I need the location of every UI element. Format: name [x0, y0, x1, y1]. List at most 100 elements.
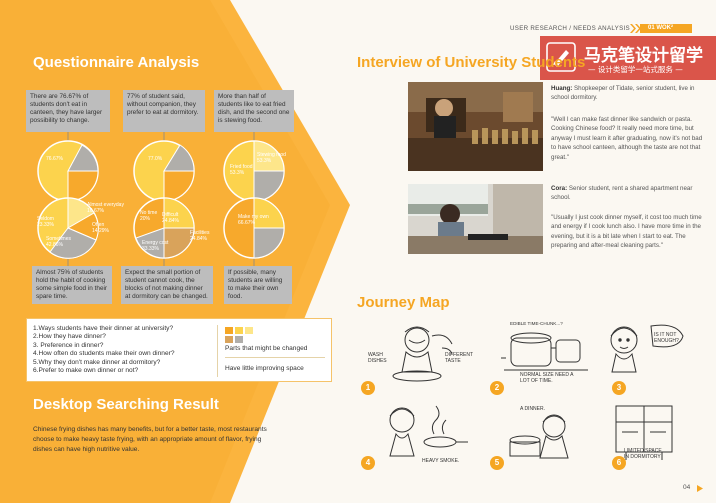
legend-swatch — [225, 336, 233, 343]
insight-box-1: There are 76.67% of students don't eat i… — [26, 90, 110, 132]
desktop-text: Chinese frying dishes has many benefits,… — [33, 426, 267, 453]
pie-3 — [223, 140, 285, 202]
section-tag: 01 WOK² — [640, 24, 692, 33]
sketch-note-wash: WASH DISHES — [368, 352, 387, 364]
sketch-note-smoke: HEAVY SMOKE. — [422, 458, 460, 464]
question-4: 4.How often do students make their own d… — [33, 350, 175, 358]
watermark-logo: 马克笔设计留学 — 设计类留学一站式服务 — — [540, 36, 716, 80]
sketch-3-girl — [610, 324, 684, 373]
pie-1-label: 76.67% — [46, 156, 63, 162]
sketch-note-dorm: LIMITED SPACE IN DORMITORY — [624, 448, 662, 460]
insight-box-6: If possible, many students are willing t… — [224, 266, 292, 304]
question-5: 5.Why they don't make dinner at dormitor… — [33, 358, 161, 366]
pie-4-everyday-pct: 16.67% — [87, 208, 104, 214]
cora-role: Senior student, rent a shared apartment … — [551, 185, 693, 202]
sketch-note-normal: NORMAL SIZE NEED A LOT OF TIME. — [520, 372, 574, 384]
huang-name: Huang: — [551, 85, 573, 92]
section-tag-text: 01 WOK² — [648, 25, 674, 31]
pie-4-seldom: Seldom — [37, 216, 54, 222]
cora-photo — [408, 184, 543, 254]
pie-4-often-pct: 14.29% — [92, 228, 109, 234]
huang-intro: Huang: Shopkeeper of Tidate, senior stud… — [551, 84, 701, 103]
step-4-badge: 4 — [361, 456, 375, 470]
journey-title: Journey Map — [357, 294, 450, 311]
pie-4-often: Often — [92, 222, 105, 228]
pie-5-energy-pct: 33.33% — [142, 246, 159, 252]
sketch-5-dinner — [509, 414, 569, 459]
sketch-6-dorm — [615, 405, 673, 460]
sketch-4-smoke — [389, 405, 468, 457]
question-2: 2.How they have dinner? — [33, 333, 106, 341]
huang-quote: "Well I can make fast dinner like sandwi… — [551, 116, 703, 161]
pie-5-notime: No time — [140, 210, 158, 216]
cora-name: Cora: — [551, 185, 568, 192]
step-1-badge: 1 — [361, 381, 375, 395]
questions-list: 1.Ways students have their dinner at uni… — [33, 325, 208, 375]
pie-6-makeown: Make my own — [238, 214, 269, 220]
question-1: 1.Ways students have their dinner at uni… — [33, 325, 174, 332]
sketch-1-wash-dishes — [392, 326, 453, 382]
sketch-note-dinner: A DINNER. — [520, 406, 546, 412]
pie-5-energy: Energy cost — [142, 240, 169, 246]
pie-5-difficult-pct: 24.84% — [162, 218, 179, 224]
pie-3-fried: Fried food — [230, 164, 253, 170]
watermark-brand: 马克笔设计留学 — [584, 46, 703, 66]
insight-box-5: Expect the small portion of student cann… — [121, 266, 213, 304]
pie-2-label: 77.0% — [148, 156, 163, 162]
pie-5-difficult: Difficult — [162, 212, 179, 218]
pie-3-stewing-pct: 53.3% — [257, 158, 272, 164]
cafe-photo-image — [408, 82, 543, 171]
step-6-badge: 6 — [612, 456, 626, 470]
huang-photo — [408, 82, 543, 171]
sketch-2-pot — [501, 332, 588, 371]
legend-swatch — [235, 327, 243, 334]
pie-6 — [223, 197, 285, 259]
pie-4 — [37, 197, 99, 259]
legend-divider — [217, 325, 218, 377]
pie-2 — [133, 140, 195, 202]
legend-changeable: Parts that might be changed — [225, 345, 308, 352]
questions-panel: 1.Ways students have their dinner at uni… — [26, 318, 332, 382]
pie-5-facilities-pct: 24.84% — [190, 236, 207, 242]
sketch-note-taste: DIFFERENT TASTE — [445, 352, 473, 364]
legend-swatch — [235, 336, 243, 343]
pie-5-notime-pct: 20% — [140, 216, 151, 222]
cora-quote: "Usually I just cook dinner myself, it c… — [551, 214, 702, 250]
questionnaire-title: Questionnaire Analysis — [33, 54, 200, 71]
pie-6-makeown-pct: 66.67% — [238, 220, 255, 226]
sketch-note-enough: IS IT NOT ENOUGH? — [654, 332, 679, 344]
pie-3-stewing: Stewing food — [257, 152, 286, 158]
pie-5 — [133, 197, 195, 259]
dorm-photo-image — [408, 184, 543, 254]
watermark-tagline: — 设计类留学一站式服务 — — [588, 65, 683, 74]
pie-4-sometimes-pct: 42.86% — [46, 242, 63, 248]
legend-swatch — [245, 327, 253, 334]
pie-4-everyday: Almost everyday — [87, 202, 124, 208]
pie-3-fried-pct: 53.3% — [230, 170, 245, 176]
question-6: 6.Prefer to make own dinner or not? — [33, 367, 139, 375]
pen-logo-icon — [546, 42, 576, 72]
breadcrumb-text: USER RESEARCH / NEEDS ANALYSIS — [510, 25, 630, 32]
pie-4-sometimes: Sometimes — [46, 236, 72, 242]
pie-4-seldom-pct: 23.33% — [37, 222, 54, 228]
pie-5-facilities: Facilities — [190, 230, 210, 236]
legend-divider-h — [225, 357, 325, 358]
breadcrumb: USER RESEARCH / NEEDS ANALYSIS — [510, 25, 630, 32]
chevron-right-icon — [697, 485, 703, 492]
huang-role: Shopkeeper of Tidate, senior student, li… — [551, 85, 695, 102]
insight-box-4: Almost 75% of students hold the habit of… — [32, 266, 112, 304]
legend-little: Have little improving space — [225, 365, 304, 372]
